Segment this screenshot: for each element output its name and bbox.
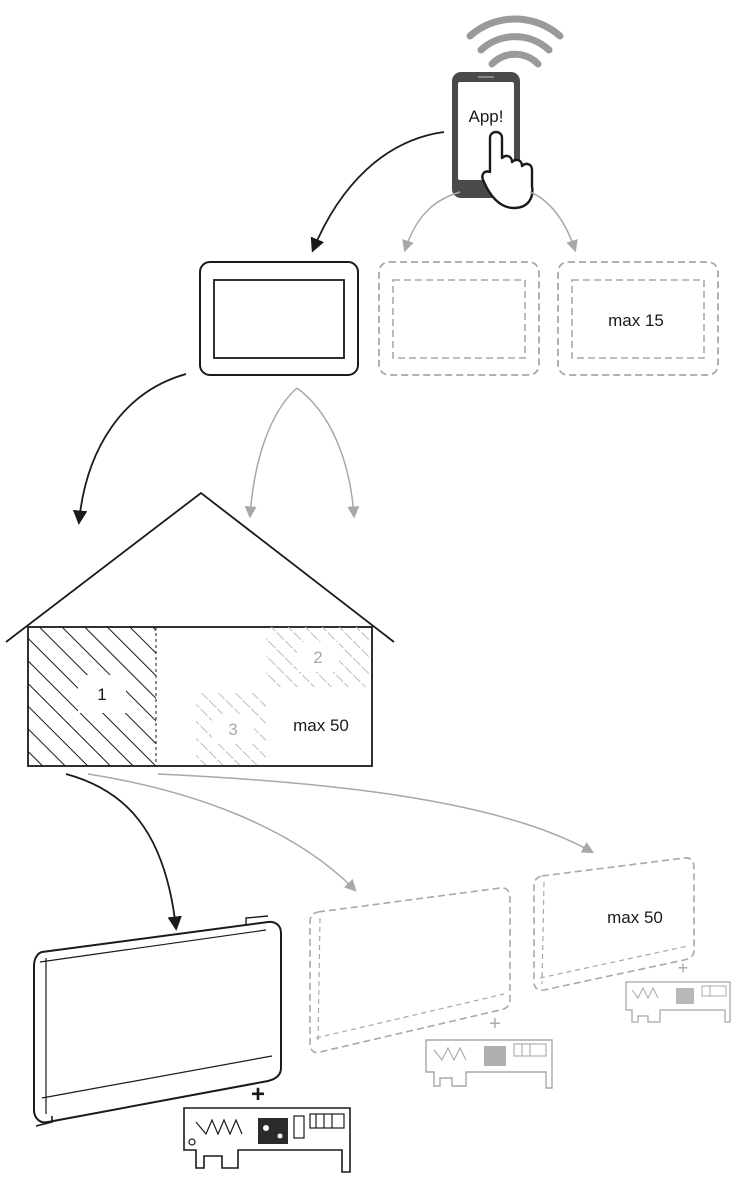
arrow-house-to-heater-optional-2 <box>157 773 595 854</box>
control-board-optional-2 <box>625 981 731 1023</box>
control-board-optional-1 <box>425 1039 553 1089</box>
room-zone-1[interactable]: 1 <box>28 627 157 766</box>
hub-device-optional-2: max 15 <box>557 261 719 376</box>
arrow-phone-to-hub-2 <box>402 191 461 253</box>
heater-panel-active[interactable] <box>33 915 282 1127</box>
plus-icon-optional-2: + <box>678 958 689 978</box>
control-board-active <box>183 1107 351 1173</box>
arrow-hub-to-house-optional-1 <box>244 387 298 519</box>
phone-app-label: App! <box>469 107 504 126</box>
arrow-phone-to-hub-1 <box>310 131 445 253</box>
plus-icon-optional-1: + <box>489 1013 501 1035</box>
arrow-phone-to-hub-3 <box>529 191 578 253</box>
arrow-house-to-heater <box>65 773 182 931</box>
heater-panel-optional-2: max 50 <box>533 857 695 991</box>
heater-limit-label: max 50 <box>607 908 663 927</box>
heater-panel-optional-1 <box>309 887 511 1054</box>
hub-device-active[interactable] <box>199 261 359 376</box>
hub-limit-label: max 15 <box>608 311 664 330</box>
room-1-label: 1 <box>97 685 106 704</box>
tapping-hand-icon <box>481 130 534 210</box>
arrow-hub-to-house <box>72 373 187 525</box>
room-2-label: 2 <box>313 648 322 667</box>
room-zone-3: 3 <box>196 693 266 765</box>
hub-device-optional-1 <box>378 261 540 376</box>
room-3-label: 3 <box>228 720 237 739</box>
room-limit-label: max 50 <box>293 716 349 735</box>
arrow-hub-to-house-optional-2 <box>296 387 360 519</box>
room-zone-2: 2 <box>266 627 370 687</box>
arrow-house-to-heater-optional-1 <box>87 773 357 892</box>
wifi-icon <box>466 15 564 68</box>
plus-icon: + <box>251 1081 265 1108</box>
